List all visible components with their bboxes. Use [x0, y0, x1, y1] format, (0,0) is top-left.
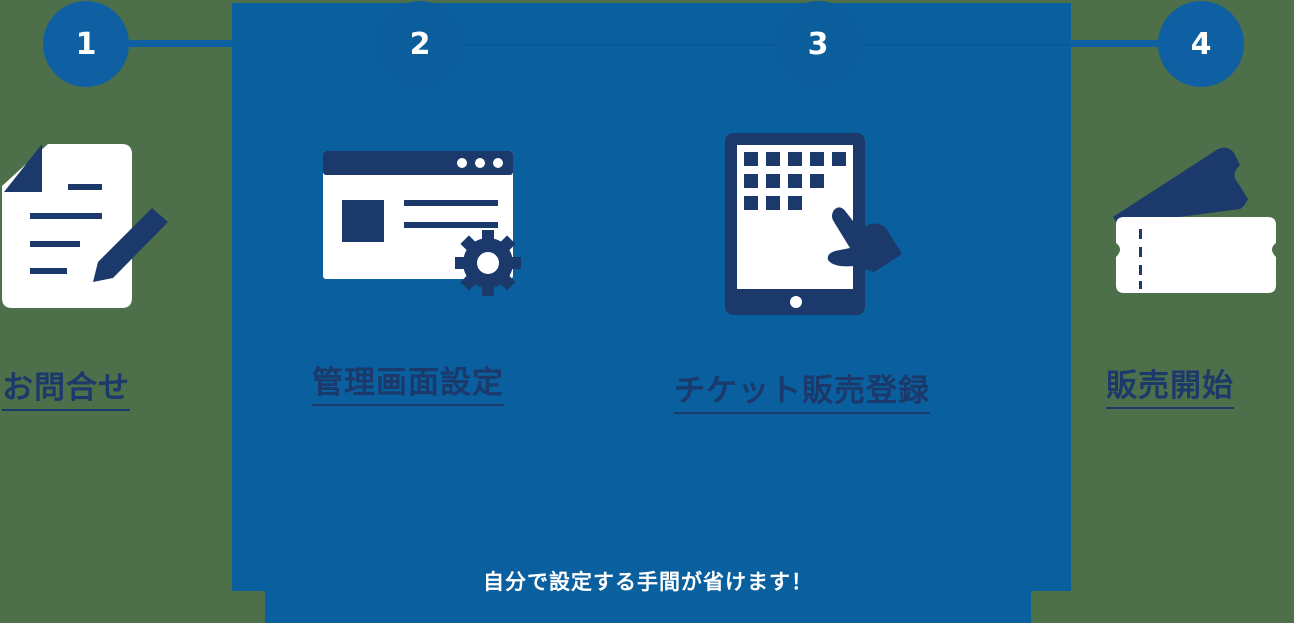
highlight-panel — [232, 3, 1071, 591]
document-pen-icon — [2, 144, 168, 308]
step-label-inquiry: お問合せ — [2, 369, 130, 411]
panel-note: 自分で設定する手間が省けます！ — [483, 570, 813, 594]
connector-line-2-3 — [463, 44, 777, 46]
browser-gear-icon — [323, 151, 521, 296]
connector-line-3-4 — [1071, 40, 1161, 47]
step-label-sales-start: 販売開始 — [1106, 367, 1234, 409]
step-number-2: 2 — [377, 1, 463, 87]
step-number-1: 1 — [43, 1, 129, 87]
connector-line-3-inner — [861, 44, 1071, 46]
highlight-panel-tab — [265, 591, 1031, 623]
step-label-admin-settings: 管理画面設定 — [312, 364, 504, 406]
step-number-4: 4 — [1158, 1, 1244, 87]
tablet-touch-icon — [725, 133, 902, 315]
step-label-ticket-registration: チケット販売登録 — [674, 372, 930, 414]
connector-line-1-2 — [128, 40, 232, 47]
tickets-icon — [1113, 147, 1276, 293]
step-number-3: 3 — [775, 1, 861, 87]
